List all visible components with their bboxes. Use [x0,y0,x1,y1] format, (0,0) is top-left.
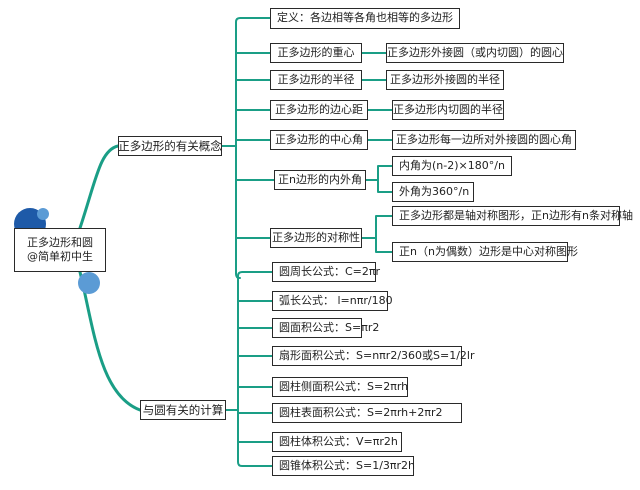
root-subtitle: @简单初中生 [27,250,93,263]
interior-angle-formula: 内角为(n-2)×180°/n [392,156,512,176]
formula-cone-volume: 圆锥体积公式：S=1/3πr2h [272,456,415,476]
concept-centroid: 正多边形的重心 [270,43,362,63]
formula-cylinder-lateral-area: 圆柱侧面积公式：S=2πrh [272,377,408,397]
formula-cylinder-surface-area: 圆柱表面积公式：S=2πrh+2πr2 [272,403,462,423]
formula-cylinder-volume: 圆柱体积公式：V=πr2h [272,432,402,452]
branch-node-polygon-concepts: 正多边形的有关概念 [118,136,222,156]
formula-circumference: 圆周长公式：C=2πr [272,262,380,282]
symmetry-axial: 正多边形都是轴对称图形，正n边形有n条对称轴 [392,206,633,226]
concept-interior-exterior-angle: 正n边形的内外角 [274,170,366,190]
formula-arc-length: 弧长公式： l=nπr/180 [272,291,393,311]
concept-central-angle-detail: 正多边形每一边所对外接圆的圆心角 [392,130,576,150]
concept-radius-detail: 正多边形外接圆的半径 [386,70,504,90]
branch-node-circle-calculations: 与圆有关的计算 [140,400,226,420]
concept-radius: 正多边形的半径 [270,70,362,90]
concept-apothem-detail: 正多边形内切圆的半径 [392,100,504,120]
decoration-bubble [37,208,49,220]
concept-centroid-detail: 正多边形外接圆（或内切圆）的圆心 [386,43,564,63]
concept-central-angle: 正多边形的中心角 [270,130,368,150]
root-node: 正多边形和圆 @简单初中生 [14,228,106,272]
concept-definition: 定义：各边相等各角也相等的多边形 [270,8,460,29]
formula-circle-area: 圆面积公式：S=πr2 [272,318,379,338]
concept-apothem: 正多边形的边心距 [270,100,368,120]
exterior-angle-formula: 外角为360°/n [392,182,474,202]
formula-sector-area: 扇形面积公式：S=nπr2/360或S=1/2lr [272,346,475,366]
decoration-bubble [78,272,100,294]
symmetry-central: 正n（n为偶数）边形是中心对称图形 [392,242,578,262]
root-title: 正多边形和圆 [27,235,93,249]
concept-symmetry: 正多边形的对称性 [270,228,362,248]
